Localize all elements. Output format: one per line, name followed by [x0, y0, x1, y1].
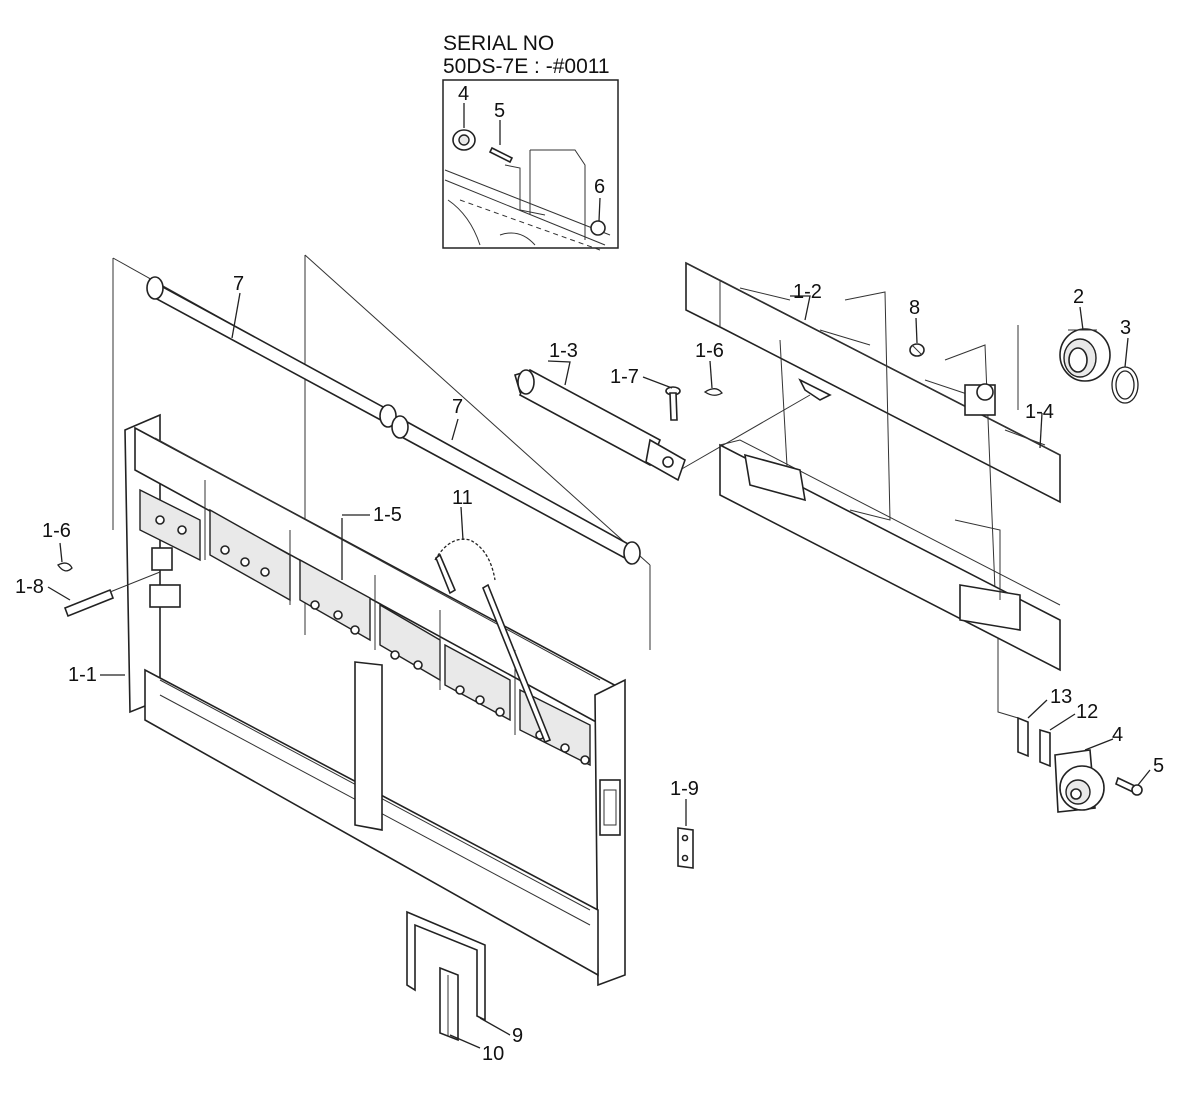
inset-bolt-5 [488, 146, 514, 164]
clip-1-6-right [703, 388, 723, 396]
chain-11 [434, 538, 552, 744]
label-10: 10 [482, 1043, 504, 1065]
label-1-3: 1-3 [549, 340, 578, 362]
bracket-12 [1039, 728, 1051, 768]
label-1-1: 1-1 [68, 664, 97, 686]
serial-inset: SERIAL NO 50DS-7E : -#0011 4 5 6 [442, 32, 619, 251]
inset-label-6: 6 [594, 176, 605, 198]
label-1-9: 1-9 [670, 778, 699, 800]
label-1-4: 1-4 [1025, 401, 1054, 423]
rod-upper [146, 276, 397, 428]
shim-13 [1017, 716, 1029, 758]
label-8: 8 [909, 297, 920, 319]
inset-nut-6 [590, 220, 606, 236]
label-9: 9 [512, 1025, 523, 1047]
label-5: 5 [1153, 755, 1164, 777]
leader-lines [47, 292, 1151, 1049]
bolt-8 [909, 343, 925, 357]
plate-10 [439, 966, 459, 1042]
label-1-8: 1-8 [15, 576, 44, 598]
fork-frame [124, 413, 626, 987]
pin-1-7 [665, 386, 681, 421]
label-2: 2 [1073, 286, 1084, 308]
upper-carriage-bar [685, 261, 1061, 591]
label-7-lower: 7 [452, 396, 463, 418]
roller-4 [1054, 749, 1105, 813]
inset-label-4: 4 [458, 83, 469, 105]
label-12: 12 [1076, 701, 1098, 723]
serial-value: 50DS-7E : -#0011 [443, 55, 610, 78]
inset-label-5: 5 [494, 100, 505, 122]
label-7-upper: 7 [233, 273, 244, 295]
snap-ring-3 [1111, 366, 1139, 404]
label-4: 4 [1112, 724, 1123, 746]
cover-9 [406, 910, 486, 1022]
callout-labels: 7 7 1-3 1-7 1-6 1-2 8 2 3 1-4 1-5 11 1-6… [15, 273, 1164, 1065]
bearing-2 [1059, 328, 1111, 382]
label-1-6-right: 1-6 [695, 340, 724, 362]
label-3: 3 [1120, 317, 1131, 339]
pin-1-8 [63, 571, 161, 618]
guide-lines [112, 254, 1019, 719]
bolt-5 [1115, 776, 1143, 796]
serial-title: SERIAL NO [443, 32, 554, 55]
rod-lower [391, 415, 641, 565]
side-shift-cylinder [514, 368, 686, 482]
label-1-5: 1-5 [373, 504, 402, 526]
label-1-2: 1-2 [793, 281, 822, 303]
clip-1-6-left [57, 562, 73, 572]
plate-1-9 [677, 827, 694, 869]
lower-carriage-bar [719, 439, 1061, 672]
label-13: 13 [1050, 686, 1072, 708]
label-11: 11 [452, 487, 473, 509]
label-1-7: 1-7 [610, 366, 639, 388]
label-1-6-left: 1-6 [42, 520, 71, 542]
